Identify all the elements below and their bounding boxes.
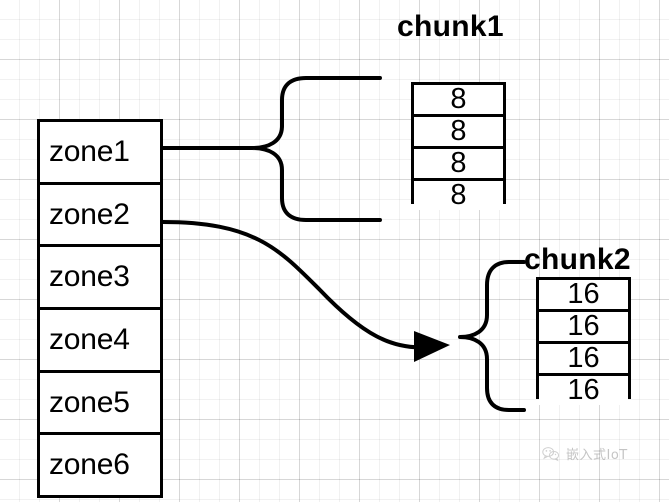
chunk2-row[interactable]: 16 xyxy=(539,280,628,312)
zone-row[interactable]: zone5 xyxy=(40,372,160,436)
chunk1-value: 8 xyxy=(450,147,467,179)
zone-label: zone5 xyxy=(49,385,130,419)
chunk2-value: 16 xyxy=(567,342,600,374)
zone-row[interactable]: zone1 xyxy=(40,122,160,185)
watermark: 嵌入式IoT xyxy=(542,444,628,463)
zone-label: zone2 xyxy=(49,197,130,231)
chunk1-row[interactable]: 8 xyxy=(414,117,503,149)
zone1-to-chunk1-brace xyxy=(250,76,382,222)
zone2-to-chunk2-arrow-line xyxy=(161,220,430,350)
zone-row[interactable]: zone2 xyxy=(40,184,160,248)
zone-row[interactable]: zone6 xyxy=(40,435,160,496)
chunk2-title: chunk2 xyxy=(524,243,631,276)
chunk1-row[interactable]: 8 xyxy=(414,181,503,210)
chunk2-value: 16 xyxy=(567,374,600,406)
chunk2-value: 16 xyxy=(567,310,600,342)
chunk1-title: chunk1 xyxy=(397,10,504,43)
watermark-label: 嵌入式IoT xyxy=(566,448,628,463)
zone-table: zone1 zone2 zone3 zone4 zone5 zone6 xyxy=(37,119,163,498)
zone-label: zone3 xyxy=(49,260,130,294)
chunk2-row[interactable]: 16 xyxy=(539,376,628,405)
chunk2-row[interactable]: 16 xyxy=(539,312,628,344)
chunk2-brace xyxy=(458,260,526,412)
zone-row[interactable]: zone3 xyxy=(40,247,160,311)
arrow-head-icon xyxy=(414,331,450,362)
chunk1-row[interactable]: 8 xyxy=(414,85,503,117)
chunk1-value: 8 xyxy=(450,115,467,147)
chunk1-table: 8 8 8 8 xyxy=(411,82,506,210)
chunk2-table: 16 16 16 16 xyxy=(536,277,631,405)
chunk2-value: 16 xyxy=(567,278,600,310)
zone-label: zone6 xyxy=(49,448,130,482)
chunk1-row[interactable]: 8 xyxy=(414,149,503,181)
zone-label: zone1 xyxy=(49,134,130,168)
chunk1-value: 8 xyxy=(450,83,467,115)
wechat-icon xyxy=(542,446,560,461)
zone-label: zone4 xyxy=(49,322,130,356)
chunk1-value: 8 xyxy=(450,179,467,211)
zone-row[interactable]: zone4 xyxy=(40,310,160,373)
chunk2-row[interactable]: 16 xyxy=(539,344,628,376)
